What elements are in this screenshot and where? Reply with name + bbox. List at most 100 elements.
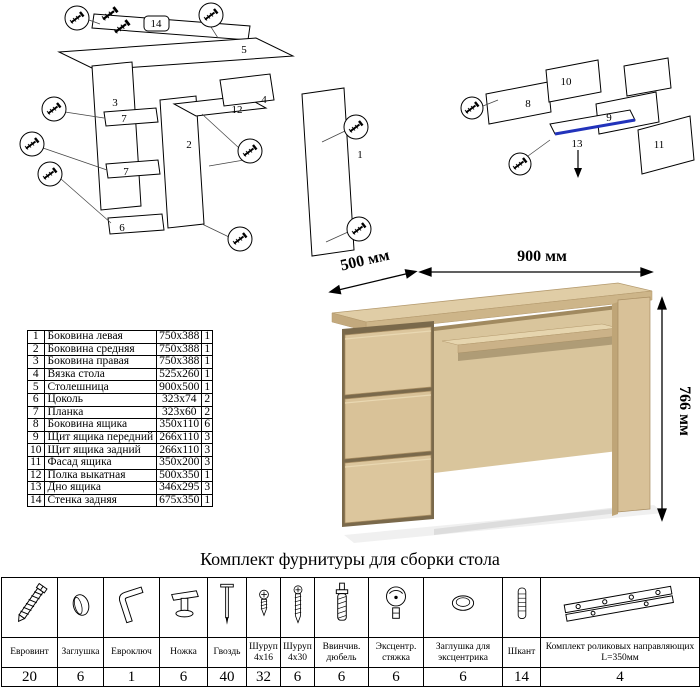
part-label: 8 — [525, 98, 531, 110]
desk-parts-outlines — [57, 13, 355, 257]
part-size: 350x110 — [156, 418, 203, 432]
part-name: Вязка стола — [43, 367, 158, 382]
hardware-icon-cell — [502, 577, 541, 638]
hardware-qty: 6 — [368, 667, 424, 687]
part-qty: 1 — [201, 380, 214, 394]
part-number: 11 — [27, 455, 45, 470]
part-qty: 2 — [201, 392, 214, 407]
part-name: Фасад ящика — [43, 455, 158, 470]
part-qty: 1 — [201, 342, 214, 357]
confirmat-screw-icon — [17, 582, 48, 623]
part-qty: 1 — [201, 367, 214, 382]
hardware-icon-cell — [159, 577, 208, 638]
fastener-callouts — [19, 2, 372, 252]
part-number: 1 — [27, 330, 45, 344]
part-size: 266x110 — [156, 443, 203, 457]
part-name: Планка — [43, 405, 158, 420]
part-number: 8 — [27, 418, 45, 432]
drawer-front-1 — [344, 326, 432, 396]
desk-render: 900 мм 500 мм 766 мм — [328, 247, 693, 543]
part-number: 4 — [27, 367, 45, 382]
fastener-callouts — [460, 96, 532, 176]
screw-4x16-icon — [258, 589, 269, 617]
part-label: 3 — [112, 97, 118, 109]
part-name: Щит ящика передний — [43, 430, 158, 445]
drawer-front-2 — [344, 390, 432, 460]
hardware-icon-cell — [423, 577, 503, 638]
part-qty: 1 — [201, 468, 214, 483]
hex-key-icon — [118, 586, 144, 624]
part-label: 11 — [654, 139, 665, 151]
part-size: 350x200 — [156, 455, 203, 470]
part-number: 6 — [27, 392, 45, 407]
part-name: Столешница — [43, 380, 158, 394]
hardware-icon-cell — [246, 577, 281, 638]
part-name: Полка выкатная — [43, 468, 158, 483]
furniture-cap-icon — [72, 594, 89, 616]
hardware-icon-cell — [368, 577, 424, 638]
part-size: 900x500 — [156, 380, 203, 394]
hardware-icon-cell — [57, 577, 104, 638]
hardware-qty: 14 — [502, 667, 541, 687]
hardware-qty: 32 — [246, 667, 281, 687]
hardware-table: Евровинт Заглушка Евроключ Ножка Гвоздь … — [1, 577, 700, 687]
drawer-front-3 — [344, 454, 432, 524]
screw-in-dowel-icon — [335, 582, 348, 621]
drawer-unit — [342, 321, 434, 527]
hardware-kit-title: Комплект фурнитуры для сборки стола — [200, 549, 500, 569]
part-qty: 1 — [201, 330, 214, 344]
hardware-icon-cell — [103, 577, 160, 638]
wood-dowel-icon — [517, 587, 526, 620]
furniture-leg-icon — [170, 590, 199, 618]
part-name: Стенка задняя — [43, 493, 158, 508]
part-name: Цоколь — [43, 392, 158, 407]
hardware-name: Евроключ — [103, 637, 160, 668]
hardware-name: Комплект роликовых направляющих L=350мм — [540, 637, 700, 668]
leader-lines — [482, 99, 551, 157]
part-qty: 1 — [201, 493, 214, 508]
part-number: 5 — [27, 380, 45, 394]
part-qty: 3 — [201, 430, 214, 445]
hardware-name: Ввинчив. дюбель — [314, 637, 369, 668]
depth-dimension-label: 500 мм — [339, 247, 391, 275]
part-size: 266x110 — [156, 430, 203, 445]
part-number: 7 — [27, 405, 45, 420]
hardware-qty: 4 — [540, 667, 700, 687]
hardware-icon-cell — [1, 577, 58, 638]
part-qty: 1 — [201, 355, 214, 369]
part-label: 10 — [561, 76, 573, 88]
floor-shadow — [344, 505, 664, 543]
part-number: 14 — [27, 493, 45, 508]
hardware-qty: 6 — [159, 667, 208, 687]
hardware-qty: 1 — [103, 667, 160, 687]
drawer-parts-outlines — [485, 57, 695, 175]
hardware-qty: 6 — [314, 667, 369, 687]
part-qty: 3 — [201, 455, 214, 470]
part-name: Боковина левая — [43, 330, 158, 344]
width-dimension-label: 900 мм — [517, 248, 567, 265]
part-size: 750x388 — [156, 330, 203, 344]
desk-top — [331, 282, 653, 332]
keyboard-tray — [441, 323, 619, 361]
hardware-qty: 6 — [57, 667, 104, 687]
leader-lines — [42, 19, 349, 243]
part-size: 346x295 — [156, 481, 203, 495]
part-label: 7 — [121, 113, 127, 125]
right-side-panel — [612, 296, 651, 516]
hardware-names-row: Евровинт Заглушка Евроключ Ножка Гвоздь … — [1, 637, 700, 668]
part-size: 675x350 — [156, 493, 203, 508]
part-label: 14 — [151, 18, 163, 30]
part-label: 5 — [241, 44, 247, 56]
hardware-icon-cell — [540, 577, 700, 638]
hardware-qty: 6 — [280, 667, 315, 687]
